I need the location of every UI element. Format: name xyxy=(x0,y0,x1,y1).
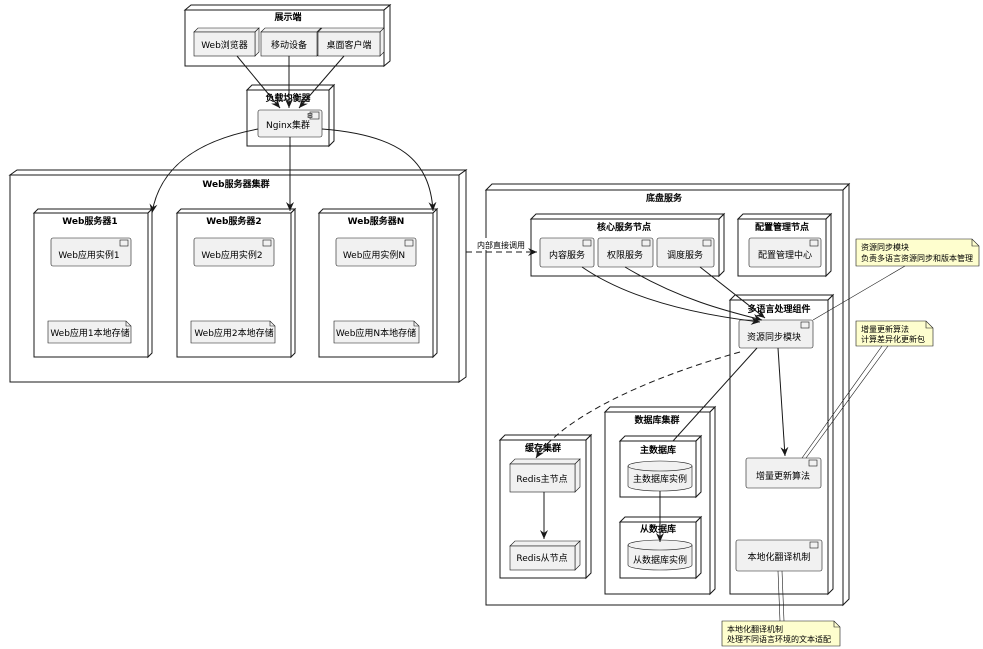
svg-text:Redis主节点: Redis主节点 xyxy=(516,473,567,485)
svg-text:多语言处理组件: 多语言处理组件 xyxy=(747,303,810,315)
svg-text:数据库集群: 数据库集群 xyxy=(634,414,679,426)
resource-sync-module[interactable]: 资源同步模块 xyxy=(738,319,814,349)
note-localization: 本地化翻译机制 处理不同语言环境的文本适配 xyxy=(721,620,841,647)
web-storage-n[interactable]: Web应用N本地存储 xyxy=(333,320,420,344)
svg-text:Web应用实例1: Web应用实例1 xyxy=(58,249,119,261)
note-link-incremental-2 xyxy=(805,345,889,459)
web-storage-1[interactable]: Web应用1本地存储 xyxy=(47,320,132,344)
note-link-incremental xyxy=(801,345,883,459)
svg-text:计算差异化更新包: 计算差异化更新包 xyxy=(861,334,925,344)
svg-text:从数据库: 从数据库 xyxy=(640,523,676,535)
svg-text:桌面客户端: 桌面客户端 xyxy=(326,39,371,51)
edge-nginx-server1 xyxy=(149,128,259,214)
svg-text:Web浏览器: Web浏览器 xyxy=(201,39,248,51)
svg-text:核心服务节点: 核心服务节点 xyxy=(597,221,651,233)
svg-text:配置管理节点: 配置管理节点 xyxy=(755,221,809,233)
svg-text:调度服务: 调度服务 xyxy=(667,249,703,261)
edge-browser-nginx xyxy=(236,55,281,109)
content-service-component[interactable]: 内容服务 xyxy=(539,237,595,268)
mobile-device-component[interactable]: 移动设备 xyxy=(260,27,322,57)
edge-internal-call-label: 内部直接调用 xyxy=(477,240,525,250)
svg-text:权限服务: 权限服务 xyxy=(607,249,643,261)
svg-text:负责多语言资源同步和版本管理: 负责多语言资源同步和版本管理 xyxy=(861,253,973,263)
svg-text:配置管理中心: 配置管理中心 xyxy=(758,249,812,261)
svg-text:Web应用实例N: Web应用实例N xyxy=(343,249,405,261)
edges: 内部直接调用 xyxy=(149,55,906,622)
svg-text:移动设备: 移动设备 xyxy=(271,39,307,51)
svg-text:主数据库实例: 主数据库实例 xyxy=(633,473,687,485)
config-center-component[interactable]: 配置管理中心 xyxy=(748,237,822,268)
redis-slave-node[interactable]: Redis从节点 xyxy=(509,540,581,571)
svg-text:Nginx集群: Nginx集群 xyxy=(266,119,310,131)
note-incremental-update: 增量更新算法 计算差异化更新包 xyxy=(855,320,934,347)
edge-permission-sync xyxy=(624,266,763,322)
web-app-instance-n[interactable]: Web应用实例N xyxy=(335,237,417,267)
edge-sync-redis xyxy=(535,351,741,459)
incremental-update-algorithm[interactable]: 增量更新算法 xyxy=(745,457,822,489)
desktop-client-component[interactable]: 桌面客户端 xyxy=(317,27,385,57)
svg-text:Web服务器1: Web服务器1 xyxy=(62,215,117,227)
svg-text:Web服务器N: Web服务器N xyxy=(348,215,405,227)
edge-sync-incremental xyxy=(777,347,789,457)
note-link-localization-2 xyxy=(781,570,785,622)
svg-text:本地化翻译机制: 本地化翻译机制 xyxy=(747,551,810,563)
web-app-instance-2[interactable]: Web应用实例2 xyxy=(193,237,275,267)
web-cluster-title: Web服务器集群 xyxy=(202,178,269,190)
svg-text:Web应用1本地存储: Web应用1本地存储 xyxy=(50,327,129,339)
svg-text:处理不同语言环境的文本适配: 处理不同语言环境的文本适配 xyxy=(727,634,831,644)
localization-mechanism[interactable]: 本地化翻译机制 xyxy=(735,539,823,572)
note-link-localization xyxy=(777,570,781,622)
base-service-title: 底盘服务 xyxy=(646,192,683,204)
svg-text:资源同步模块: 资源同步模块 xyxy=(747,331,801,343)
web-app-instance-1[interactable]: Web应用实例1 xyxy=(50,237,132,267)
schedule-service-component[interactable]: 调度服务 xyxy=(656,237,715,268)
edge-nginx-servern xyxy=(321,128,437,212)
redis-master-node[interactable]: Redis主节点 xyxy=(509,458,581,493)
slave-db-instance[interactable]: 从数据库实例 xyxy=(627,539,693,571)
svg-text:Redis从节点: Redis从节点 xyxy=(516,553,567,564)
svg-text:Web服务器2: Web服务器2 xyxy=(206,215,261,227)
svg-text:本地化翻译机制: 本地化翻译机制 xyxy=(727,624,783,634)
svg-text:Web应用2本地存储: Web应用2本地存储 xyxy=(194,327,273,339)
edge-schedule-sync xyxy=(699,266,766,319)
note-link-sync xyxy=(812,265,906,321)
svg-text:主数据库: 主数据库 xyxy=(640,444,676,456)
permission-service-component[interactable]: 权限服务 xyxy=(597,237,654,268)
note-resource-sync: 资源同步模块 负责多语言资源同步和版本管理 xyxy=(855,238,980,267)
svg-text:内容服务: 内容服务 xyxy=(549,249,585,261)
svg-text:Web应用实例2: Web应用实例2 xyxy=(201,249,262,261)
edge-sync-db xyxy=(672,347,758,442)
web-browser-component[interactable]: Web浏览器 xyxy=(193,27,260,57)
svg-text:资源同步模块: 资源同步模块 xyxy=(861,242,909,252)
svg-text:增量更新算法: 增量更新算法 xyxy=(756,470,810,482)
svg-text:Web应用N本地存储: Web应用N本地存储 xyxy=(336,327,416,339)
svg-text:从数据库实例: 从数据库实例 xyxy=(633,554,687,566)
edge-content-sync xyxy=(581,266,761,325)
nginx-cluster-component[interactable]: Nginx集群 xyxy=(257,109,323,138)
svg-text:增量更新算法: 增量更新算法 xyxy=(861,324,909,334)
master-db-instance[interactable]: 主数据库实例 xyxy=(627,460,693,492)
web-storage-2[interactable]: Web应用2本地存储 xyxy=(190,320,276,344)
display-node-title: 展示端 xyxy=(274,11,301,23)
edge-desktop-nginx xyxy=(298,55,345,109)
